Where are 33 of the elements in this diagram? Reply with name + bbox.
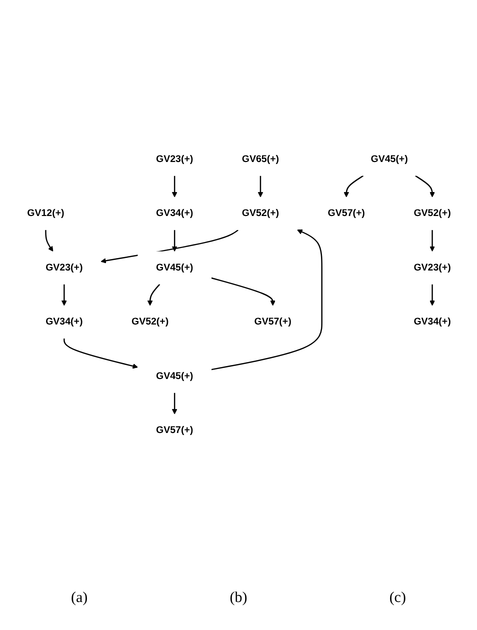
arrow bbox=[210, 229, 322, 370]
panel-label: (a) bbox=[71, 590, 88, 607]
arrow bbox=[44, 230, 53, 252]
arrow bbox=[171, 230, 177, 252]
node-text: GV34(+) bbox=[156, 208, 193, 219]
arrow bbox=[60, 284, 66, 306]
node-text: GV23(+) bbox=[413, 262, 450, 273]
node-text: GV45(+) bbox=[156, 370, 193, 382]
node-text: GV12(+) bbox=[26, 208, 64, 219]
node-text: GV57(+) bbox=[327, 208, 364, 219]
arrow bbox=[171, 392, 177, 414]
node-text: GV45(+) bbox=[370, 154, 408, 164]
node-text: GV23(+) bbox=[45, 262, 82, 273]
node-text: GV52(+) bbox=[413, 208, 450, 219]
arrow bbox=[171, 176, 177, 198]
panel-label: (b) bbox=[230, 590, 248, 607]
arrow bbox=[429, 230, 434, 252]
node-text: GV34(+) bbox=[45, 316, 82, 327]
arrow bbox=[343, 175, 364, 198]
panel-label: (c) bbox=[389, 590, 406, 607]
arrow bbox=[63, 338, 138, 369]
node-text: GV52(+) bbox=[130, 316, 168, 327]
arrow bbox=[146, 284, 160, 306]
node-text: GV57(+) bbox=[156, 425, 193, 436]
node-text: GV23(+) bbox=[156, 154, 193, 164]
node-text: GV57(+) bbox=[254, 316, 291, 327]
arrow bbox=[257, 176, 263, 198]
arrow bbox=[210, 277, 275, 306]
arrow bbox=[414, 175, 434, 198]
arrow bbox=[429, 284, 434, 306]
node-text: GV34(+) bbox=[413, 316, 450, 327]
node-text: GV65(+) bbox=[241, 154, 279, 164]
node-text: GV52(+) bbox=[241, 208, 279, 219]
